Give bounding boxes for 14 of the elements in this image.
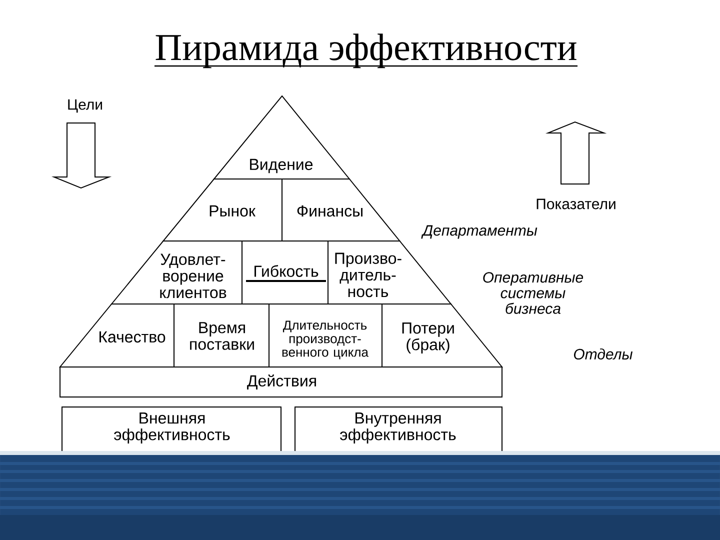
level-label: Отделы [574,348,633,360]
pyramid-cell: Финансы [282,178,401,242]
base-band: Действия [60,366,502,398]
level-label: Департаменты [421,225,538,239]
pyramid-cell: Гибкость [242,240,328,304]
side-label: Цели [68,99,102,113]
pyramid-cell: Потери (брак) [382,304,504,368]
outcome-box: Внешняя эффективность [62,406,282,452]
slide-title: Пирамида эффективности [154,34,578,68]
side-label: Показатели [536,198,616,210]
outcome-box: Внутренняя эффективность [294,406,502,452]
pyramid-cell: Время поставки [174,304,270,368]
pyramid-cell: Произво- дитель- ность [328,240,452,304]
pyramid-cell: Длительность производст- венного цикла [268,304,382,368]
